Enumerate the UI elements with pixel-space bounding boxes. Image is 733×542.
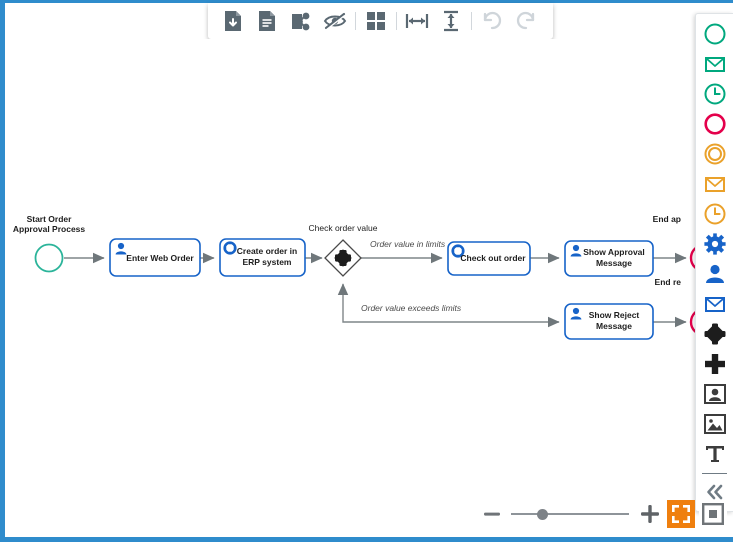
text-icon[interactable] <box>696 439 733 469</box>
redo-icon[interactable] <box>509 4 543 38</box>
label-task-create-order-line1: Create order in <box>237 246 297 256</box>
node-gateway-check-order-value[interactable] <box>324 239 362 277</box>
node-task-check-out-order[interactable]: Check out order <box>447 241 531 276</box>
intermediate-timer-icon[interactable] <box>696 199 733 229</box>
zoom-out-button[interactable] <box>479 501 505 527</box>
zoom-slider-thumb[interactable] <box>536 509 548 520</box>
zoom-slider-track <box>511 513 629 515</box>
label-task-enter-web-order: Enter Web Order <box>126 253 194 263</box>
toolbar-separator <box>396 12 397 30</box>
gateway-parallel-icon[interactable] <box>696 349 733 379</box>
top-toolbar <box>208 3 553 39</box>
service-task-icon <box>223 241 237 255</box>
label-flow-exceeds-limits: Order value exceeds limits <box>361 303 462 313</box>
toolbar-separator <box>471 12 472 30</box>
start-event-none-icon[interactable] <box>696 19 733 49</box>
intermediate-event-icon[interactable] <box>696 139 733 169</box>
gateway-complex-icon <box>334 249 352 267</box>
label-gateway-check-order-value: Check order value <box>309 223 378 233</box>
actual-size-button[interactable] <box>699 500 727 528</box>
gateway-complex-icon[interactable] <box>696 319 733 349</box>
zoom-controls <box>479 497 727 531</box>
message-task-icon[interactable] <box>696 289 733 319</box>
node-task-show-approval-message[interactable]: Show Approval Message <box>564 240 654 277</box>
node-task-show-reject-message[interactable]: Show Reject Message <box>564 303 654 340</box>
toolbar-separator <box>355 12 356 30</box>
diagram-canvas[interactable]: Start Order Approval Process Enter Web O… <box>5 39 733 537</box>
fit-to-screen-button[interactable] <box>667 500 695 528</box>
hide-icon[interactable] <box>318 4 352 38</box>
document-icon[interactable] <box>250 4 284 38</box>
palette-separator <box>702 473 727 474</box>
align-vertical-icon[interactable] <box>434 4 468 38</box>
user-task-icon <box>115 242 127 255</box>
label-flow-in-limits: Order value in limits <box>370 239 446 249</box>
label-task-show-reject-line1: Show Reject <box>589 310 640 320</box>
node-task-enter-web-order[interactable]: Enter Web Order <box>109 238 201 277</box>
user-task-icon <box>570 244 582 257</box>
share-icon[interactable] <box>284 4 318 38</box>
label-start-event-line2: Approval Process <box>13 224 86 234</box>
zoom-slider[interactable] <box>509 501 631 527</box>
label-task-show-reject-line2: Message <box>596 321 632 331</box>
service-task-icon[interactable] <box>696 229 733 259</box>
flow-gateway-to-task5[interactable] <box>342 316 560 328</box>
label-end-event-reject: End re <box>655 277 682 287</box>
pool-icon[interactable] <box>696 379 733 409</box>
download-icon[interactable] <box>216 4 250 38</box>
label-task-check-out-order: Check out order <box>460 253 526 263</box>
user-task-icon <box>570 307 582 320</box>
label-task-show-approval-line2: Message <box>596 258 632 268</box>
label-task-create-order-line2: ERP system <box>243 257 292 267</box>
node-start-event[interactable] <box>34 243 64 273</box>
align-horizontal-icon[interactable] <box>400 4 434 38</box>
image-icon[interactable] <box>696 409 733 439</box>
service-task-icon <box>451 244 465 258</box>
collapse-palette-icon[interactable] <box>696 477 733 507</box>
user-task-icon[interactable] <box>696 259 733 289</box>
label-task-show-approval-line1: Show Approval <box>583 247 645 257</box>
label-end-event-approval: End ap <box>653 214 681 224</box>
element-palette <box>695 13 733 512</box>
start-event-timer-icon[interactable] <box>696 79 733 109</box>
bpmn-diagram[interactable]: Start Order Approval Process Enter Web O… <box>5 39 733 537</box>
zoom-in-button[interactable] <box>637 501 663 527</box>
label-start-event-line1: Start Order <box>27 214 73 224</box>
undo-icon[interactable] <box>475 4 509 38</box>
end-event-icon[interactable] <box>696 109 733 139</box>
start-event-message-icon[interactable] <box>696 49 733 79</box>
grid-icon[interactable] <box>359 4 393 38</box>
intermediate-message-icon[interactable] <box>696 169 733 199</box>
node-task-create-order[interactable]: Create order in ERP system <box>219 238 306 277</box>
